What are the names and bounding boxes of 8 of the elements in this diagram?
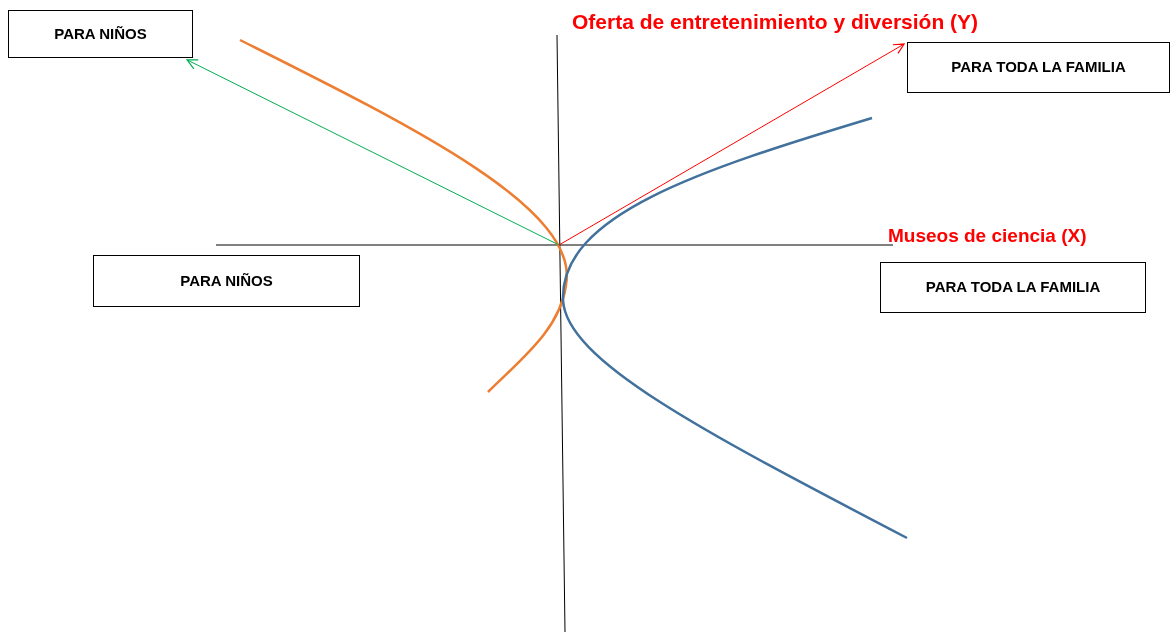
arrow (558, 43, 905, 246)
label-box: PARA NIÑOS (93, 255, 360, 307)
axis-label: Oferta de entretenimiento y diversión (Y) (572, 9, 979, 35)
label-box: PARA NIÑOS (8, 10, 193, 58)
label-box: PARA TODA LA FAMILIA (880, 262, 1146, 313)
axis-label: Museos de ciencia (X) (888, 224, 1087, 248)
arrow (186, 59, 560, 246)
label-box: PARA TODA LA FAMILIA (907, 42, 1170, 93)
